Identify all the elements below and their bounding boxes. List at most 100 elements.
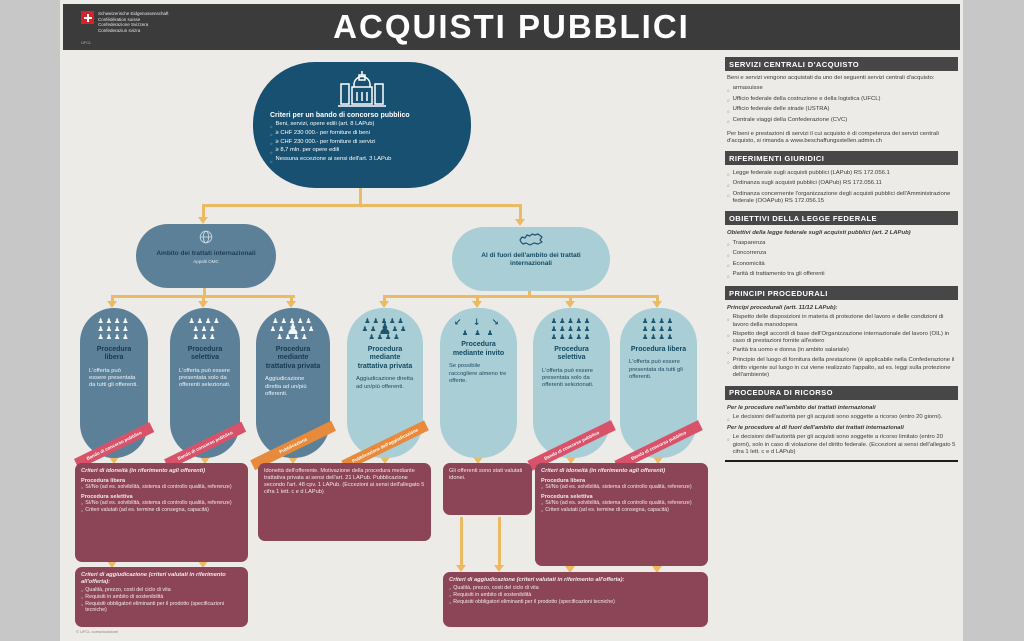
branch-label: Al di fuori dell'ambito dei trattati int… xyxy=(481,252,581,267)
sidebar-section-obiettivi: OBIETTIVI DELLA LEGGE FEDERALE Obiettivi… xyxy=(725,211,958,280)
section-intro: Beni e servizi vengono acquistati da uno… xyxy=(727,75,935,81)
root-node-bullet: Nessuna eccezione ai sensi dell'art. 3 L… xyxy=(270,156,454,165)
switzerland-map-icon xyxy=(519,233,543,246)
header-bar: Schweizerische Eidgenossenschaft Confédé… xyxy=(63,4,960,50)
criteria-bullet: Qualità, prezzo, costi del ciclo di vita xyxy=(81,587,242,594)
section-bullet: Parità di trattamento tra gli offerenti xyxy=(727,271,956,280)
connector-line xyxy=(203,288,206,297)
branch-outside-treaty-scope: Al di fuori dell'ambito dei trattati int… xyxy=(452,227,610,291)
arrow-down-icon xyxy=(107,301,117,308)
offerors-icon-grid: ♟♟♟♟♟ ♟♟♟♟♟ ♟♟♟♟♟ xyxy=(550,317,593,342)
arrow-down-icon xyxy=(652,301,662,308)
arrow-down-icon xyxy=(198,217,208,224)
criteria-box-title: Criteri di idoneità (in riferimento agli… xyxy=(541,468,666,474)
procedure-column-trattativa-2: ♟♟♟♟♟ ♟♟♟♟♟ ♟♟♟♟ Procedura mediante trat… xyxy=(341,308,429,470)
selected-offeror-icon: ♟ xyxy=(378,320,392,339)
section-bullet: Legge federale sugli acquisti pubblici (… xyxy=(727,170,956,179)
criteria-box-idoneita-right: Criteri di idoneità (in riferimento agli… xyxy=(535,463,708,566)
section-header: PROCEDURA DI RICORSO xyxy=(725,385,958,400)
arrow-down-icon xyxy=(286,301,296,308)
globe-icon xyxy=(199,230,213,244)
procedure-title: Procedura selettiva xyxy=(554,345,589,362)
criteria-bullet: Requisiti in ambito di sostenibilità xyxy=(81,594,242,601)
branch-label: Ambito dei trattati internazionali xyxy=(156,250,256,257)
procedure-column-libera-1: ♟♟♟♟ ♟♟♟♟ ♟♟♟♟ Procedura libera L'offert… xyxy=(73,308,155,468)
criteria-bullet: Criteri valutati (ad es. termine di cons… xyxy=(81,507,242,514)
connector-line xyxy=(656,295,659,303)
criteria-text: Idoneità dell'offerente. Motivazione del… xyxy=(264,468,425,495)
arrow-down-icon xyxy=(379,301,389,308)
offerors-icon-grid: ♟♟♟♟ ♟♟♟♟ ♟♟♟♟ xyxy=(641,317,676,342)
section-bullet: Ordinanza concernente l'organizzazione d… xyxy=(727,191,956,206)
section-intro: Obiettivi della legge federale sugli acq… xyxy=(727,230,911,237)
connector-line xyxy=(290,295,293,303)
sidebar-section-servizi-centrali: SERVIZI CENTRALI D'ACQUISTO Beni e servi… xyxy=(725,57,958,145)
section-outro: Per beni e prestazioni di servizi il cui… xyxy=(727,130,939,144)
procedure-column-invito: ↙ ↓ ↘ ♟ ♟ ♟ Procedura mediante invito Se… xyxy=(440,308,517,458)
procedure-title: Procedura mediante trattativa privata xyxy=(357,345,413,370)
connector-line xyxy=(460,517,463,567)
connector-line xyxy=(383,295,386,303)
criteria-section-title: Procedura libera xyxy=(81,477,126,484)
section-header: SERVIZI CENTRALI D'ACQUISTO xyxy=(725,57,958,71)
arrow-down-icon xyxy=(473,457,483,464)
branch-treaty-scope: Ambito dei trattati internazionali Appal… xyxy=(136,224,276,288)
section-bullet: Ordinanza sugli acquisti pubblici (OAPub… xyxy=(727,180,956,189)
connector-line xyxy=(528,290,531,297)
arrow-down-icon xyxy=(565,566,575,573)
arrow-down-icon xyxy=(565,301,575,308)
root-node-title: Criteri per un bando di concorso pubblic… xyxy=(270,112,410,119)
sidebar-bottom-rule xyxy=(725,459,958,462)
section-bullet: armasuisse xyxy=(727,85,956,94)
arrow-down-icon xyxy=(198,561,208,568)
offerors-icon-grid: ↙ ↓ ↘ ♟ ♟ ♟ xyxy=(440,317,517,337)
sidebar-section-riferimenti-giuridici: RIFERIMENTI GIURIDICI Legge federale sug… xyxy=(725,151,958,205)
connector-line xyxy=(359,188,362,206)
section-bullet: Ufficio federale delle strade (USTRA) xyxy=(727,106,956,115)
section-header: PRINCIPI PROCEDURALI xyxy=(725,286,958,300)
logo-wordmark: Schweizerische Eidgenossenschaft Confédé… xyxy=(98,11,169,33)
root-node-bullet: ≥ 8,7 mln. per opere edili xyxy=(270,147,454,156)
section-bullet: Le decisioni dell'autorità per gli acqui… xyxy=(727,434,956,456)
government-building-icon xyxy=(338,71,386,107)
arrow-down-icon xyxy=(494,565,504,572)
offerors-icon-grid: ♟♟♟♟♟ ♟♟♟♟♟ ♟♟♟♟ xyxy=(269,317,317,342)
arrow-down-icon xyxy=(198,301,208,308)
arrow-down-icon xyxy=(566,457,576,464)
section-bullet: Trasparenza xyxy=(727,240,956,249)
criteria-bullet: Criteri valutati (ad es. termine di cons… xyxy=(541,507,702,514)
arrow-down-icon xyxy=(472,301,482,308)
procedure-description: Aggiudicazione diretta ad un/più offeren… xyxy=(356,376,414,390)
swiss-confederation-logo: Schweizerische Eidgenossenschaft Confédé… xyxy=(81,11,169,33)
section-bullet: Le decisioni dell'autorità per gli acqui… xyxy=(727,414,956,423)
info-sidebar: SERVIZI CENTRALI D'ACQUISTO Beni e servi… xyxy=(725,57,958,468)
criteria-bullet: Requisiti obbligatori eliminanti per il … xyxy=(449,599,702,606)
criteria-box-aggiudicazione-left: Criteri di aggiudicazione (criteri valut… xyxy=(75,567,248,627)
arrow-down-icon xyxy=(456,565,466,572)
logo-line: Schweizerische Eidgenossenschaft xyxy=(98,11,169,16)
criteria-box-invito: Gli offerenti sono stati valutati idonei… xyxy=(443,463,532,515)
offerors-icon-grid: ♟♟♟♟ ♟♟♟ ♟♟♟ xyxy=(188,317,222,342)
connector-line xyxy=(569,295,572,303)
procedure-title: Procedura libera xyxy=(96,345,132,362)
procedure-description: L'offerta può essere presentata da tutti… xyxy=(89,367,138,389)
criteria-bullet: Qualità, prezzo, costi del ciclo di vita xyxy=(449,585,702,592)
root-node-bullet: Beni, servizi, opere edili (art. 8 LAPub… xyxy=(270,121,454,130)
connector-line xyxy=(202,204,205,218)
criteria-section-title: Procedura selettiva xyxy=(541,494,593,501)
poster-title: ACQUISTI PUBBLICI xyxy=(333,8,690,45)
section-bullet: Parità tra uomo e donna (in ambito salar… xyxy=(727,347,956,356)
offerors-icon-grid: ♟♟♟♟♟ ♟♟♟♟♟ ♟♟♟♟ xyxy=(361,317,409,342)
sidebar-section-procedura-ricorso: PROCEDURA DI RICORSO Per le procedure ne… xyxy=(725,385,958,462)
connector-line xyxy=(383,295,659,298)
criteria-section-title: Procedura libera xyxy=(541,477,586,484)
section-header: RIFERIMENTI GIURIDICI xyxy=(725,151,958,166)
procedure-title: Procedura mediante trattativa privata xyxy=(265,345,321,370)
connector-line xyxy=(111,295,114,303)
section-bullet: Principio del luogo di fornitura della p… xyxy=(727,357,956,379)
arrow-down-icon xyxy=(652,566,662,573)
connector-line xyxy=(498,517,501,567)
spread-arrows-icon: ↙ ↓ ↘ xyxy=(454,318,503,328)
arrow-down-icon xyxy=(653,457,663,464)
procedure-description: L'offerta può essere presentata solo da … xyxy=(542,367,594,389)
